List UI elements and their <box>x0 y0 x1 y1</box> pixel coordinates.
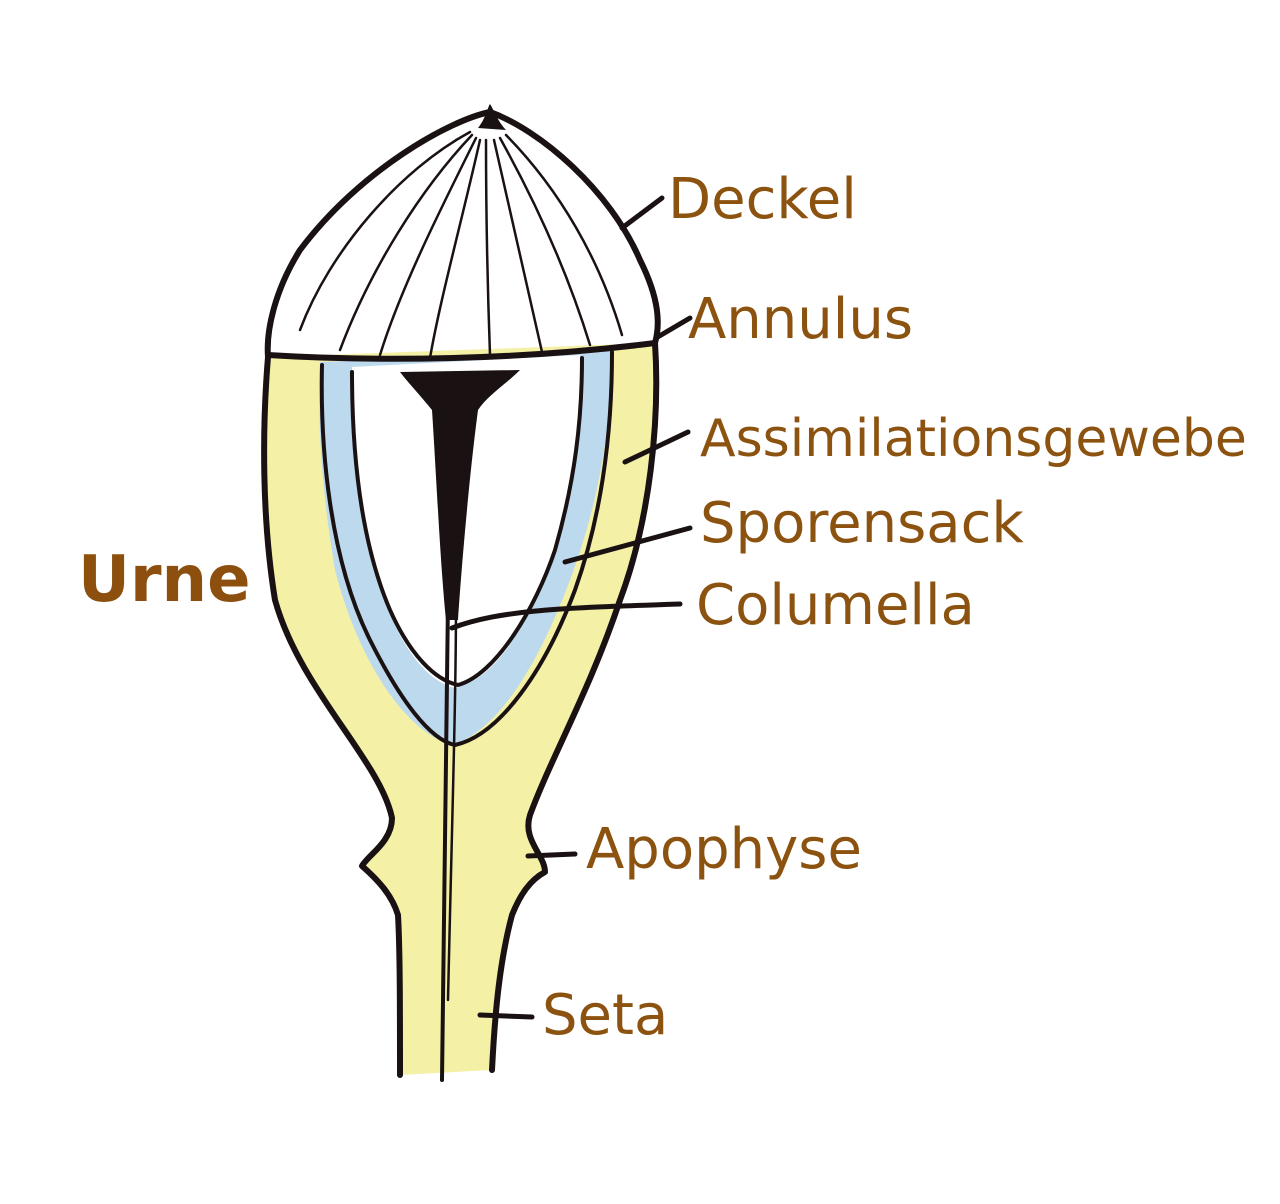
lid-tip <box>478 104 506 130</box>
columella-stalk <box>440 598 450 1082</box>
spore-sac-inner-line <box>350 356 584 688</box>
label-columella: Columella <box>696 573 975 638</box>
label-apophyse: Apophyse <box>586 817 862 882</box>
leader-lines <box>449 195 693 1020</box>
inner-cavity <box>352 355 582 688</box>
leader-columella <box>449 601 683 631</box>
label-annulus: Annulus <box>688 287 914 352</box>
label-sporensack: Sporensack <box>700 491 1024 556</box>
capsule-outline <box>261 109 493 1078</box>
columella-top <box>400 370 520 620</box>
label-seta: Seta <box>542 983 669 1048</box>
leader-deckel <box>619 195 665 231</box>
title-urne: Urne <box>78 543 251 617</box>
leader-sporensack <box>562 525 693 565</box>
label-deckel: Deckel <box>668 167 857 232</box>
capsule-outline-right <box>487 109 661 1073</box>
leader-apophyse <box>525 851 578 859</box>
columella-stalk-2 <box>446 598 458 1002</box>
leader-annulus <box>653 315 693 341</box>
leader-assimilationsgewebe <box>622 429 691 465</box>
leader-seta <box>477 1012 535 1020</box>
label-assimilationsgewebe: Assimilationsgewebe <box>700 409 1247 469</box>
annulus-line <box>265 340 658 362</box>
lid-striations <box>298 130 624 360</box>
